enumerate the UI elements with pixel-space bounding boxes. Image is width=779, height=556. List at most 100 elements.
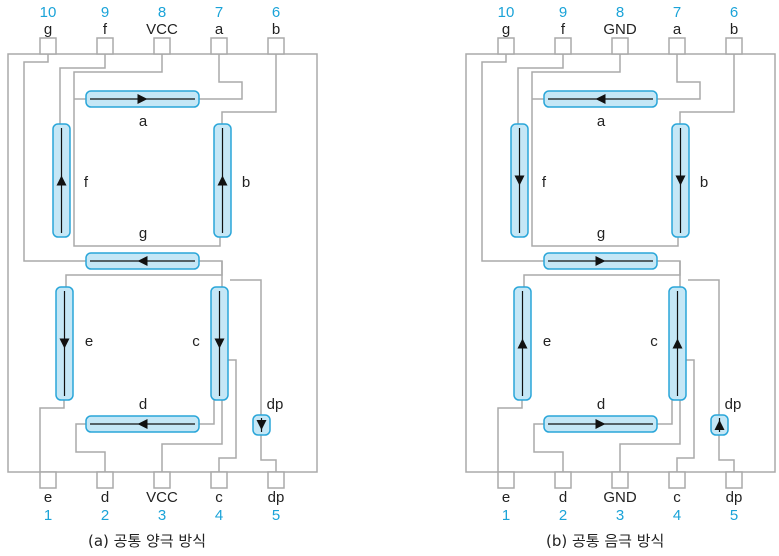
wire-common-mid <box>523 261 681 287</box>
wire-a <box>199 54 243 100</box>
bottom-pin-number-1: 1 <box>44 507 52 524</box>
segment-f-arrow <box>514 175 525 186</box>
segment-d-label: d <box>139 396 147 413</box>
segment-e <box>513 286 532 401</box>
wire-dp <box>260 435 277 472</box>
bottom-pin-number-5: 5 <box>730 507 738 524</box>
bottom-pin-1 <box>39 471 57 489</box>
segment-f-arrow <box>56 175 67 186</box>
top-pin-label-7: a <box>673 21 682 38</box>
bottom-pin-label-1: e <box>44 489 52 506</box>
top-pin-number-7: 7 <box>215 4 223 21</box>
top-pin-number-6: 6 <box>730 4 738 21</box>
segment-dp-arrow <box>714 420 725 430</box>
bottom-pin-3 <box>611 471 629 489</box>
bottom-pin-label-2: d <box>101 489 109 506</box>
bottom-pin-2 <box>96 471 114 489</box>
top-pin-8 <box>153 37 171 55</box>
segment-d <box>543 415 658 433</box>
caption-common-anode: (a) 공통 양극 방식 <box>88 532 207 550</box>
wire-common-bottom <box>619 400 681 472</box>
top-pin-number-8: 8 <box>616 4 624 21</box>
top-pin-label-10: g <box>502 21 510 38</box>
wire-g-right <box>199 260 223 287</box>
segment-a-label: a <box>139 113 148 130</box>
segment-c-label: c <box>650 333 658 350</box>
segment-dp-label: dp <box>267 396 284 413</box>
bottom-pin-number-2: 2 <box>559 507 567 524</box>
segment-c-arrow <box>672 338 683 349</box>
wire-e <box>497 400 523 472</box>
bottom-pin-number-2: 2 <box>101 507 109 524</box>
top-pin-10 <box>497 37 515 55</box>
segment-c-arrow <box>214 338 225 349</box>
bottom-pin-number-5: 5 <box>272 507 280 524</box>
top-pin-9 <box>96 37 114 55</box>
wire-dp <box>718 435 735 472</box>
segment-f-label: f <box>542 174 547 191</box>
top-pin-label-9: f <box>103 21 108 38</box>
segment-e-label: e <box>543 333 551 350</box>
wire-dp-top <box>230 279 262 415</box>
segment-e-label: e <box>85 333 93 350</box>
bottom-pin-label-4: c <box>673 489 681 506</box>
wire-f <box>517 54 564 124</box>
segment-d-label: d <box>597 396 605 413</box>
bottom-pin-4 <box>668 471 686 489</box>
wire-c <box>218 359 237 472</box>
segment-g-arrow <box>137 256 148 266</box>
segment-d <box>85 415 200 433</box>
segment-g-label: g <box>139 225 147 242</box>
wire-g <box>481 54 544 262</box>
bottom-pin-label-5: dp <box>268 489 285 506</box>
segment-b <box>671 123 690 238</box>
wire-common-top <box>73 54 221 247</box>
bottom-pin-5 <box>725 471 743 489</box>
wire-b <box>679 54 735 124</box>
wire-common-bottom <box>161 400 223 472</box>
wire-d-right <box>657 400 673 425</box>
segment-f <box>52 123 71 238</box>
segment-b <box>213 123 232 238</box>
segment-a <box>85 90 200 108</box>
top-pin-number-9: 9 <box>559 4 567 21</box>
bottom-pin-label-1: e <box>502 489 510 506</box>
segment-c-label: c <box>192 333 200 350</box>
bottom-pin-4 <box>210 471 228 489</box>
wire-d <box>75 423 106 472</box>
segment-dp-arrow <box>256 420 267 430</box>
bottom-pin-label-3: VCC <box>146 489 178 506</box>
segment-g-arrow <box>595 256 606 266</box>
wire-d <box>533 423 564 472</box>
top-pin-label-7: a <box>215 21 224 38</box>
wire-e <box>39 400 65 472</box>
top-pin-number-10: 10 <box>40 4 57 21</box>
segment-a-arrow <box>137 94 148 104</box>
bottom-pin-1 <box>497 471 515 489</box>
wire-g-right <box>657 260 681 287</box>
bottom-pin-label-5: dp <box>726 489 743 506</box>
bottom-pin-label-4: c <box>215 489 223 506</box>
bottom-pin-number-4: 4 <box>215 507 223 524</box>
segment-a <box>543 90 658 108</box>
bottom-pin-2 <box>554 471 572 489</box>
bottom-pin-number-3: 3 <box>616 507 624 524</box>
bottom-pin-5 <box>267 471 285 489</box>
segment-f-label: f <box>84 174 89 191</box>
top-pin-number-6: 6 <box>272 4 280 21</box>
segment-e-arrow <box>517 338 528 349</box>
bottom-pin-number-4: 4 <box>673 507 681 524</box>
wire-d-right <box>199 400 215 425</box>
wire-c <box>676 359 695 472</box>
segment-a-arrow <box>595 94 606 104</box>
segment-dp <box>710 414 729 436</box>
segment-b-label: b <box>242 174 250 191</box>
segment-g-label: g <box>597 225 605 242</box>
top-pin-label-8: GND <box>603 21 637 38</box>
top-pin-number-9: 9 <box>101 4 109 21</box>
wire-common-top <box>531 54 679 247</box>
bottom-pin-number-3: 3 <box>158 507 166 524</box>
wire-b <box>221 54 277 124</box>
